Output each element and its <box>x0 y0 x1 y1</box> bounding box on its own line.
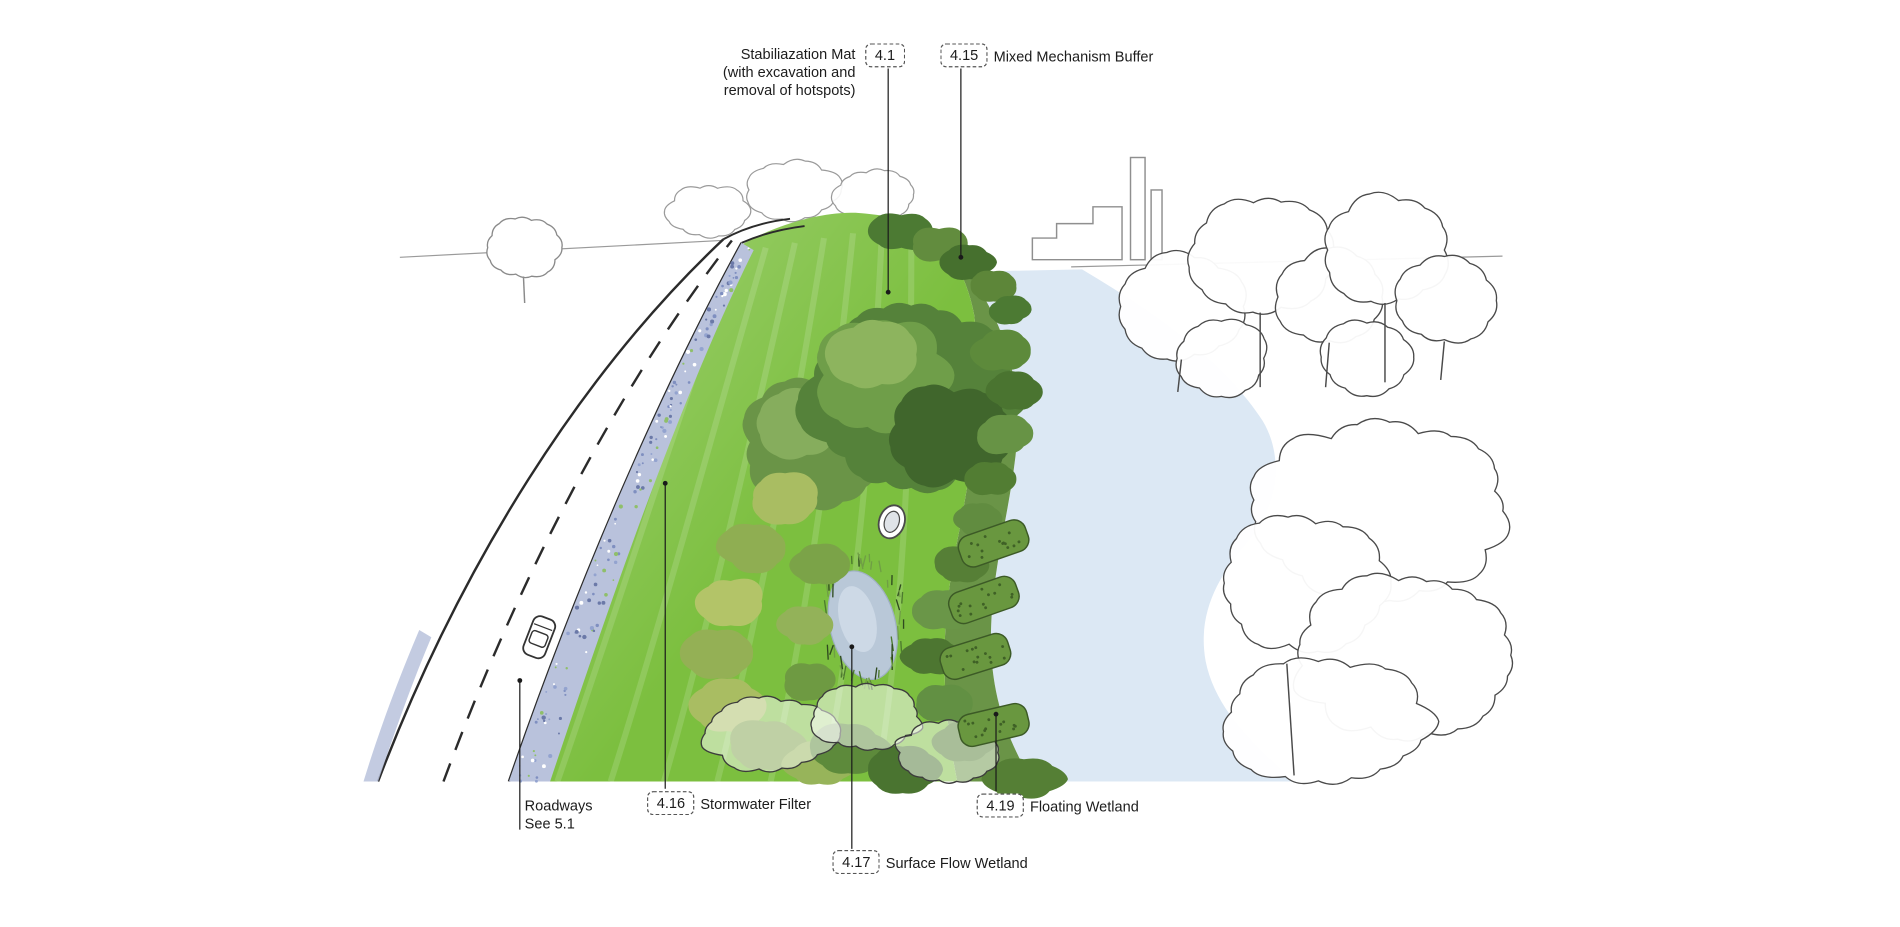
filter-strip-speckles <box>518 247 751 783</box>
surface-flow-wetland-label: Surface Flow Wetland <box>885 854 1028 872</box>
foliage-blob <box>970 270 1017 303</box>
foliage-blob <box>969 329 1031 371</box>
foliage-blob <box>679 629 754 679</box>
foliage-blob <box>981 758 1068 799</box>
factory-outline <box>1031 156 1163 261</box>
roadways-label: Roadways See 5.1 <box>524 797 593 832</box>
road-left-edge <box>376 238 725 782</box>
foliage-blob <box>964 462 1017 496</box>
stormwater-filter-tag: 4.16 <box>647 791 695 816</box>
floating-wetland-tag: 4.19 <box>976 793 1025 818</box>
stormwater-filter-label: Stormwater Filter <box>700 795 812 813</box>
foliage-blob <box>715 523 786 574</box>
outline-tree <box>1394 254 1498 344</box>
mixed-mechanism-buffer-label: Mixed Mechanism Buffer <box>993 48 1154 65</box>
foliage-blob <box>916 684 973 722</box>
outline-tree <box>1319 319 1415 398</box>
background-outline-trees <box>486 158 915 304</box>
tree-trunk <box>1324 342 1330 388</box>
leader-lines <box>517 68 999 849</box>
riverside-outline-trees <box>1118 191 1514 785</box>
outline-tree <box>1222 657 1440 785</box>
road-centerline <box>442 239 733 782</box>
outline-bush <box>810 682 924 751</box>
floating-wetland-island <box>939 632 1012 681</box>
foliage-blob <box>784 663 836 701</box>
stabilization-mat-label: Stabiliazation Mat (with excavation and … <box>722 45 856 99</box>
mixed-mechanism-buffer-tag: 4.15 <box>940 43 988 68</box>
road-surface <box>378 239 742 782</box>
stormwater-filter-strip <box>508 242 754 782</box>
outline-tree <box>746 158 843 223</box>
floating-wetland-label: Floating Wetland <box>1029 798 1139 816</box>
road-top-left-edge <box>722 217 791 241</box>
tree-trunk <box>1177 359 1183 393</box>
foliage-blob <box>888 384 1013 488</box>
foliage-blob <box>988 295 1032 325</box>
floating-wetlands <box>939 519 1030 748</box>
surface-flow-wetland-tag: 4.17 <box>832 850 881 875</box>
floating-wetland-island <box>957 519 1030 568</box>
foliage-blob <box>824 319 917 389</box>
outline-tree <box>1175 318 1268 399</box>
foliage-blob <box>939 244 997 280</box>
culvert-icon <box>877 504 906 540</box>
left-road-strip <box>363 630 432 782</box>
tree-trunk <box>1439 341 1446 380</box>
foliage-blob <box>776 606 834 645</box>
foliage-blob <box>694 578 763 627</box>
surface-flow-wetland-pond <box>827 570 898 681</box>
road-top-right-edge <box>741 225 805 244</box>
foliage-blob <box>789 543 850 585</box>
stabilization-mat-tag: 4.1 <box>865 43 905 68</box>
outline-bush <box>700 695 842 773</box>
tree-trunk <box>1286 663 1295 776</box>
outline-tree <box>486 216 563 279</box>
foliage-blob <box>752 472 818 525</box>
floating-wetland-island <box>947 575 1020 625</box>
foliage-blob <box>985 371 1043 410</box>
floating-wetland-island <box>957 702 1030 748</box>
foliage-blob <box>977 414 1034 455</box>
outline-tree <box>663 185 752 239</box>
car-icon <box>522 615 557 660</box>
river <box>966 269 1295 782</box>
